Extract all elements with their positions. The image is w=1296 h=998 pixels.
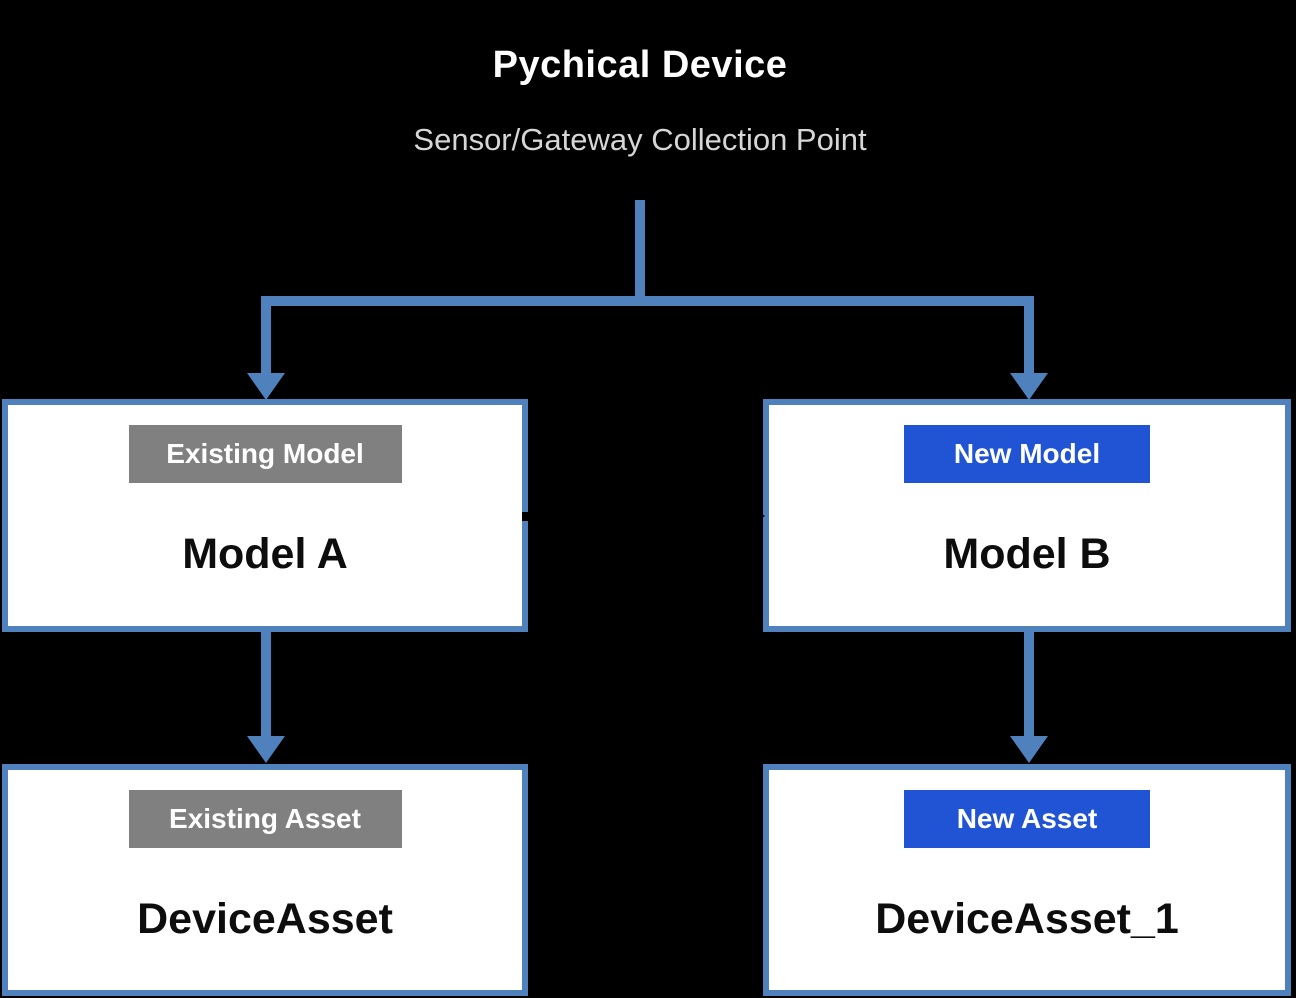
connector-model-a-to-asset — [261, 630, 271, 738]
down-arrowhead-model-b — [1010, 373, 1048, 400]
node-label-wrap: DeviceAsset_1 — [769, 848, 1285, 990]
down-arrowhead-model-a — [247, 373, 285, 400]
node-device-asset-1: New Asset DeviceAsset_1 — [763, 764, 1291, 996]
down-arrowhead-device-asset — [247, 736, 285, 763]
node-label-wrap: DeviceAsset — [8, 848, 522, 990]
node-label-model-a: Model A — [182, 530, 348, 578]
connector-drop-left — [261, 296, 271, 376]
model-link-start-marker — [522, 512, 531, 521]
connector-drop-right — [1024, 296, 1034, 376]
node-model-b: New Model Model B — [763, 399, 1291, 632]
connector-horizontal-bar — [261, 296, 1034, 306]
connector-model-b-to-asset — [1024, 630, 1034, 738]
right-arrowhead-model-link — [752, 508, 765, 524]
badge-existing-asset: Existing Asset — [128, 790, 402, 848]
node-label-wrap: Model B — [769, 483, 1285, 626]
node-label-device-asset: DeviceAsset — [137, 894, 393, 943]
connector-stem-top — [635, 200, 645, 302]
diagram-subtitle: Sensor/Gateway Collection Point — [413, 122, 867, 157]
node-label-device-asset-1: DeviceAsset_1 — [875, 894, 1179, 943]
badge-new-asset: New Asset — [904, 790, 1150, 848]
node-label-wrap: Model A — [8, 483, 522, 626]
node-model-a: Existing Model Model A — [2, 399, 528, 632]
badge-new-model: New Model — [904, 425, 1150, 483]
down-arrowhead-device-asset-1 — [1010, 736, 1048, 763]
node-label-model-b: Model B — [943, 530, 1111, 578]
badge-existing-model: Existing Model — [128, 425, 402, 483]
diagram-title: Pychical Device — [492, 44, 788, 86]
node-device-asset: Existing Asset DeviceAsset — [2, 764, 528, 996]
